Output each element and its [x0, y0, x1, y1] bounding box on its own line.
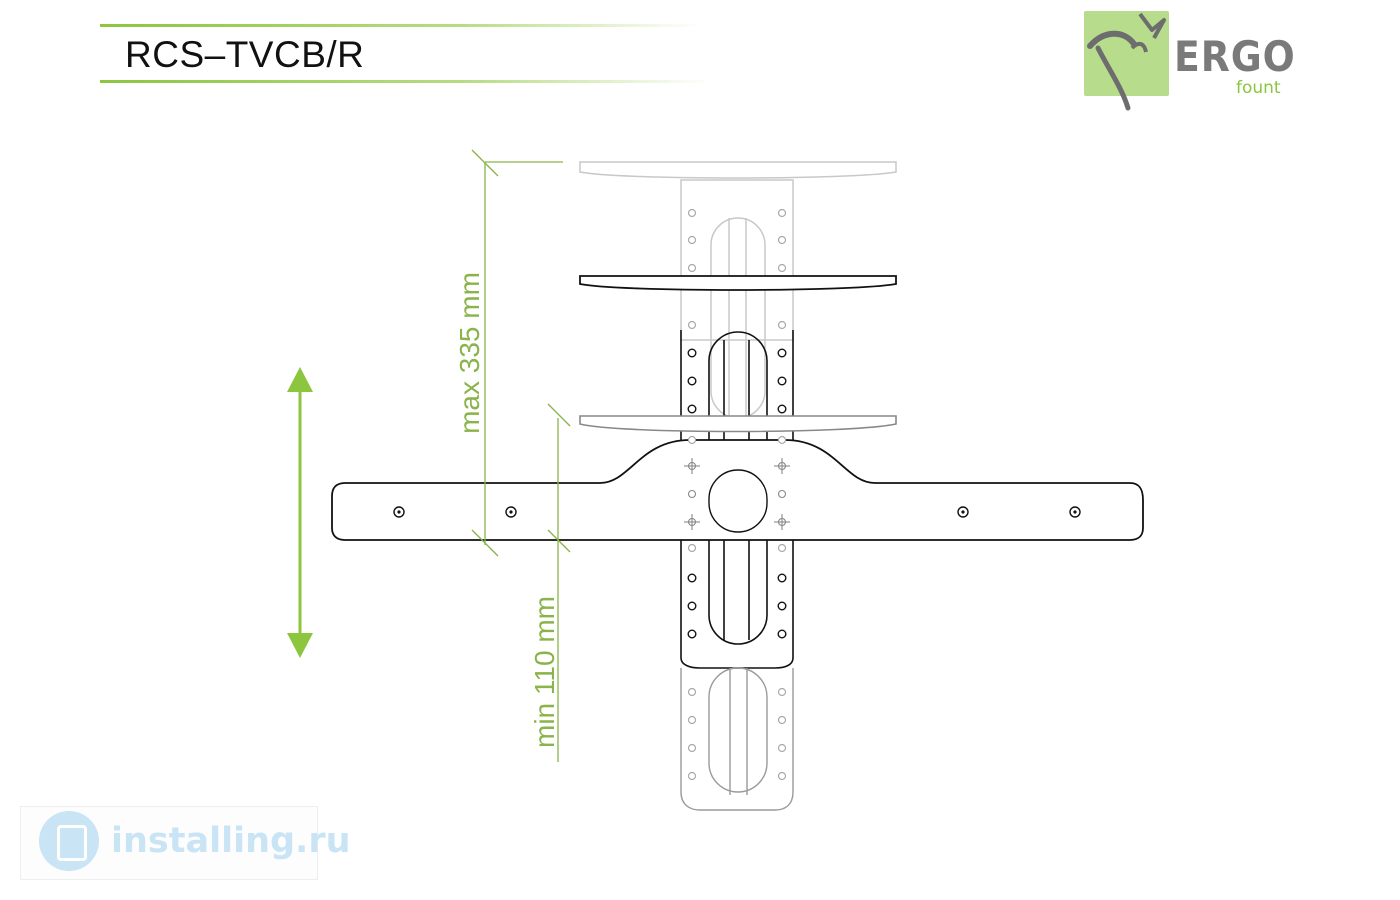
- up-down-arrow-icon: [287, 367, 313, 658]
- ghost-upper-assembly: [579, 161, 897, 420]
- max-tick-top: [471, 149, 499, 177]
- frame-holes: [687, 348, 787, 639]
- frame-bolts: [684, 458, 790, 530]
- min-tick-bottom: [547, 529, 571, 553]
- page-title: RCS–TVCB/R: [125, 34, 365, 75]
- ergofount-logo-mark-icon: [1087, 12, 1166, 111]
- lower-shelf: [579, 415, 897, 433]
- max-dimension: [471, 149, 563, 557]
- frame-lower-outline: [680, 668, 794, 811]
- max-dimension-label: max 335 mm: [454, 272, 485, 434]
- max-tick-bottom: [471, 529, 499, 557]
- ghost-frame-upper: [680, 179, 794, 341]
- logo-subtitle: fount: [1236, 78, 1281, 98]
- min-tick-top: [547, 403, 571, 427]
- installing-logo-icon: [39, 811, 99, 871]
- frame-holes-ghost: [687, 208, 787, 781]
- ghost-lower-extension: [680, 667, 794, 811]
- min-dimension-label: min 110 mm: [529, 596, 560, 748]
- title-rule-bottom: [100, 80, 710, 83]
- bracket-hole-centers: [397, 510, 1077, 514]
- frame-slot-lower: [708, 667, 768, 793]
- upper-shelf: [579, 275, 897, 291]
- watermark-text: installing.ru: [111, 821, 351, 861]
- ghost-slot-upper: [710, 217, 766, 419]
- title-rule-top: [100, 24, 700, 27]
- bracket-slot: [708, 469, 768, 533]
- min-dimension: [547, 403, 571, 762]
- brand-logo: ERGO fount: [1084, 8, 1296, 116]
- watermark: installing.ru: [20, 806, 351, 880]
- logo-wordmark: ERGO: [1174, 32, 1296, 81]
- ghost-top-shelf: [579, 161, 897, 179]
